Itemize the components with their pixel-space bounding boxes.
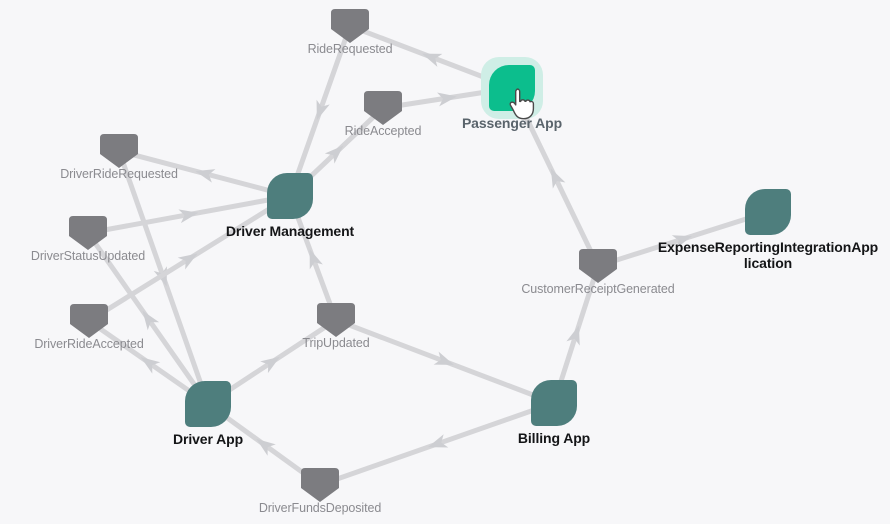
event-node-RideAccepted[interactable]	[364, 91, 402, 125]
edge-arrow	[177, 253, 198, 270]
node-label-BillingApp: Billing App	[517, 430, 591, 446]
service-node-ExpenseReportingIntegrationApplication[interactable]	[745, 189, 791, 235]
bottom-strip	[0, 524, 890, 530]
edge-arrow	[671, 235, 693, 249]
node-label-DriverApp: Driver App	[172, 431, 244, 447]
edge-arrow	[566, 325, 580, 346]
edge-arrow	[309, 249, 323, 270]
service-node-BillingApp[interactable]	[531, 380, 577, 426]
edge-arrow	[260, 356, 280, 374]
node-label-DriverFundsDeposited: DriverFundsDeposited	[258, 501, 382, 515]
shield-icon	[331, 9, 369, 43]
shield-icon	[69, 216, 107, 250]
service-node-PassengerApp[interactable]	[489, 65, 535, 111]
node-label-ExpenseReportingIntegrationApplication: ExpenseReportingIntegrationApp lication	[657, 239, 879, 271]
event-node-TripUpdated[interactable]	[317, 303, 355, 337]
edge-arrow	[142, 310, 160, 331]
edge-arrow	[324, 145, 344, 164]
shield-icon	[301, 468, 339, 502]
node-label-DriverRideAccepted: DriverRideAccepted	[34, 337, 144, 351]
event-node-DriverRideRequested[interactable]	[100, 134, 138, 168]
edge-arrow	[316, 99, 330, 120]
node-label-CustomerReceiptGenerated: CustomerReceiptGenerated	[521, 282, 675, 296]
edge-arrow	[140, 357, 161, 374]
shield-icon	[317, 303, 355, 337]
node-label-DriverRideRequested: DriverRideRequested	[60, 167, 178, 181]
node-label-RideAccepted: RideAccepted	[344, 124, 422, 138]
edge-arrow	[550, 168, 566, 189]
shield-icon	[579, 249, 617, 283]
shield-icon	[70, 304, 108, 338]
edge-arrow	[256, 438, 276, 456]
service-node-DriverManagement[interactable]	[267, 173, 313, 219]
shield-icon	[100, 134, 138, 168]
node-label-DriverManagement: Driver Management	[225, 223, 355, 239]
edge-arrow	[433, 351, 454, 365]
event-node-DriverFundsDeposited[interactable]	[301, 468, 339, 502]
node-label-DriverStatusUpdated: DriverStatusUpdated	[30, 249, 146, 263]
node-label-PassengerApp: Passenger App	[461, 115, 563, 131]
edge-arrow	[437, 92, 457, 107]
node-label-RideRequested: RideRequested	[307, 42, 393, 56]
service-node-DriverApp[interactable]	[185, 381, 231, 427]
edge-arrow	[195, 169, 216, 183]
shield-icon	[364, 91, 402, 125]
event-node-RideRequested[interactable]	[331, 9, 369, 43]
event-node-DriverRideAccepted[interactable]	[70, 304, 108, 338]
event-node-DriverStatusUpdated[interactable]	[69, 216, 107, 250]
node-label-TripUpdated: TripUpdated	[302, 336, 370, 350]
edge-arrow	[178, 209, 199, 224]
edge-arrow	[428, 434, 449, 448]
event-node-CustomerReceiptGenerated[interactable]	[579, 249, 617, 283]
edge-arrow	[422, 53, 443, 67]
